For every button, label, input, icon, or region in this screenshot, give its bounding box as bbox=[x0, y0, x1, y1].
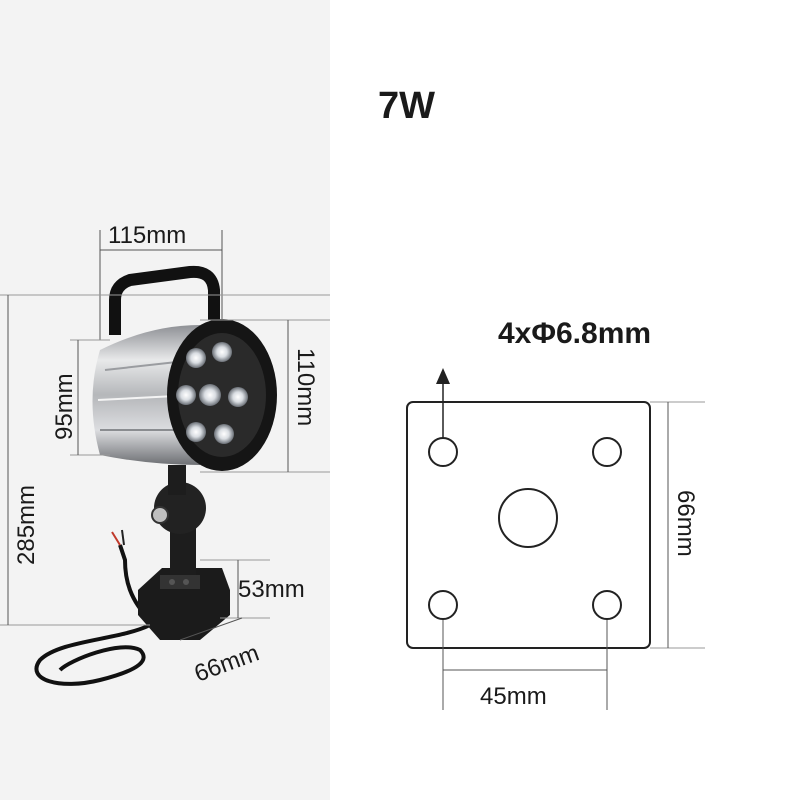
head-width-label: 115mm bbox=[108, 222, 186, 249]
lamp-dimension-lines bbox=[0, 230, 330, 641]
hole-leader-arrow bbox=[436, 368, 450, 384]
mounting-plate bbox=[406, 401, 651, 649]
power-cable bbox=[34, 623, 151, 686]
mount-hole-top-right bbox=[592, 437, 622, 467]
base-width-label: 66mm bbox=[191, 639, 263, 687]
lamp-illustration bbox=[34, 265, 277, 686]
mount-hole-bottom-right bbox=[592, 590, 622, 620]
center-hole bbox=[498, 488, 558, 548]
power-label: 7W bbox=[378, 85, 435, 127]
head-height-label: 110mm bbox=[292, 348, 319, 426]
mount-hole-bottom-left bbox=[428, 590, 458, 620]
holes-spec-label: 4xΦ6.8mm bbox=[498, 317, 651, 350]
led-array bbox=[176, 342, 248, 444]
plate-size-label: 66mm bbox=[672, 490, 699, 557]
hole-spacing-label: 45mm bbox=[480, 683, 547, 710]
total-height-label: 285mm bbox=[13, 485, 40, 565]
lamp-handle bbox=[109, 265, 220, 335]
plate-outline bbox=[406, 401, 651, 649]
base-height-label: 53mm bbox=[238, 576, 305, 603]
head-diameter-label: 95mm bbox=[51, 373, 78, 440]
lamp-joint bbox=[154, 482, 206, 534]
plate-dimension-lines bbox=[436, 368, 705, 710]
